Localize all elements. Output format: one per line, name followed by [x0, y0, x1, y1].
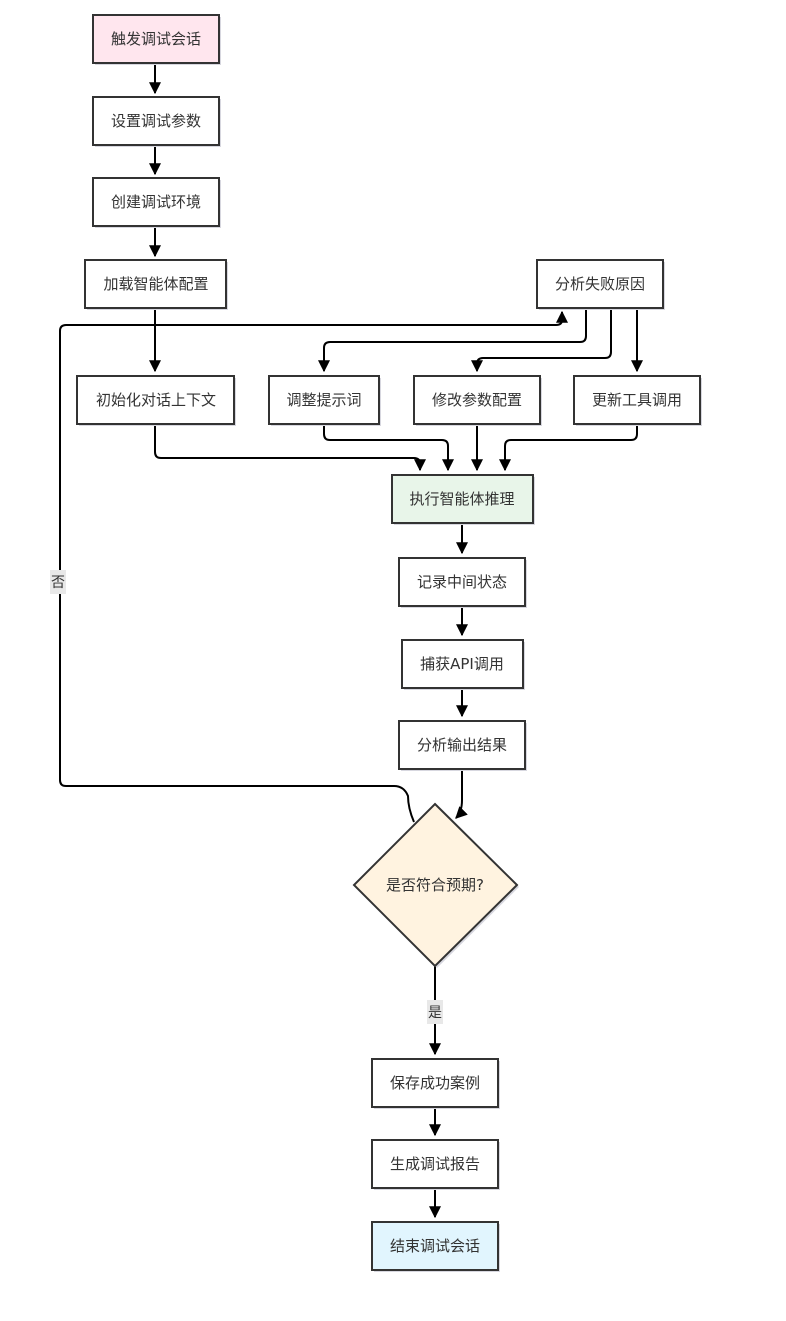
node-capture-api: 捕获API调用	[401, 639, 525, 690]
node-generate-report-label: 生成调试报告	[390, 1155, 480, 1173]
node-set-params: 设置调试参数	[92, 96, 221, 147]
node-modify-params-label: 修改参数配置	[432, 391, 522, 409]
node-modify-params: 修改参数配置	[413, 375, 542, 426]
node-init-context-label: 初始化对话上下文	[96, 391, 216, 409]
node-execute-inference: 执行智能体推理	[391, 474, 535, 525]
node-analyze-failure: 分析失败原因	[536, 259, 665, 310]
edge-label-no: 否	[50, 570, 66, 594]
node-analyze-output-label: 分析输出结果	[417, 736, 507, 754]
node-create-env-label: 创建调试环境	[111, 193, 201, 211]
node-record-state-label: 记录中间状态	[417, 573, 507, 591]
node-init-context: 初始化对话上下文	[76, 375, 236, 426]
node-update-tools-label: 更新工具调用	[592, 391, 682, 409]
node-set-params-label: 设置调试参数	[111, 112, 201, 130]
edge-label-yes-text: 是	[428, 1005, 442, 1021]
node-create-env: 创建调试环境	[92, 177, 221, 228]
node-trigger: 触发调试会话	[92, 14, 221, 65]
node-save-case-label: 保存成功案例	[390, 1074, 480, 1092]
node-execute-inference-label: 执行智能体推理	[409, 490, 514, 508]
edge-adjust-prompt-to-execute	[323, 424, 454, 472]
node-adjust-prompt: 调整提示词	[268, 375, 381, 426]
edges	[59, 63, 643, 1219]
node-generate-report: 生成调试报告	[371, 1139, 500, 1190]
edge-analyze-failure-to-adjust-prompt	[318, 308, 587, 373]
edge-decision-to-analyze-failure	[59, 310, 568, 823]
node-end-session-label: 结束调试会话	[390, 1237, 480, 1255]
node-trigger-label: 触发调试会话	[111, 30, 201, 48]
node-decision-label: 是否符合预期?	[386, 876, 484, 894]
node-load-config: 加载智能体配置	[84, 259, 228, 310]
edge-label-no-text: 否	[51, 575, 65, 591]
node-capture-api-label: 捕获API调用	[420, 655, 504, 673]
node-adjust-prompt-label: 调整提示词	[286, 391, 361, 409]
node-save-case: 保存成功案例	[371, 1058, 500, 1109]
node-load-config-label: 加载智能体配置	[103, 275, 208, 293]
edge-init-context-to-execute	[154, 424, 426, 472]
node-end-session: 结束调试会话	[371, 1221, 500, 1272]
node-update-tools: 更新工具调用	[573, 375, 702, 426]
node-analyze-output: 分析输出结果	[398, 720, 527, 771]
edge-label-yes: 是	[427, 1000, 443, 1024]
edge-analyze-output-to-decision	[455, 769, 468, 819]
edge-update-tools-to-execute	[499, 424, 638, 472]
node-record-state: 记录中间状态	[398, 557, 527, 608]
node-analyze-failure-label: 分析失败原因	[555, 275, 645, 293]
node-decision: 是否符合预期?	[352, 802, 519, 968]
edge-analyze-failure-to-modify-params	[471, 308, 612, 373]
